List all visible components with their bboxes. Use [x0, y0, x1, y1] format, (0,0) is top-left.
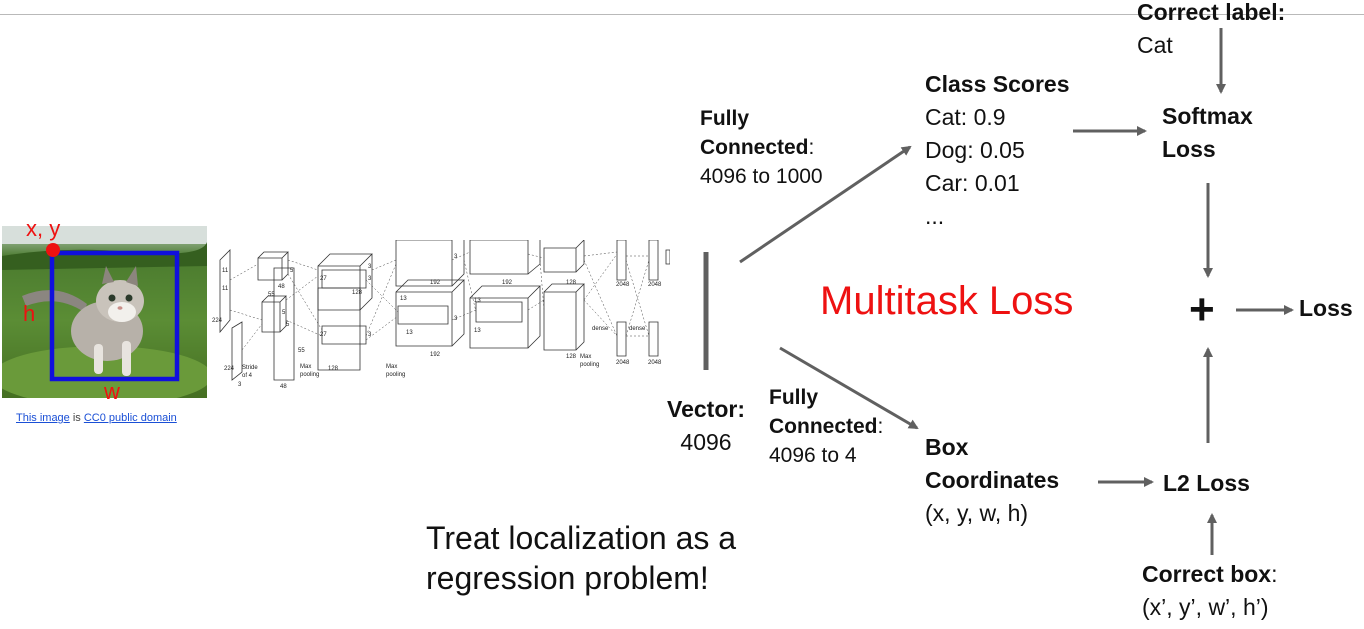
cnn-maxpool-3: Max	[580, 354, 591, 360]
cnn-num-19: 3	[454, 316, 458, 322]
cnn-num-14: 128	[352, 290, 363, 296]
cnn-num-29: 2048	[616, 282, 630, 288]
vector-label: Vector: 4096	[658, 393, 754, 459]
score-car: Car: 0.01	[925, 170, 1020, 196]
arrow-fc-top	[739, 145, 912, 264]
fc-top-line1: Fully	[700, 107, 750, 130]
loss-output: Loss	[1299, 295, 1353, 321]
fc-bottom-colon: :	[877, 415, 884, 438]
license-link[interactable]: CC0 public domain	[83, 412, 177, 424]
cnn-num-21: 13	[406, 330, 413, 336]
cnn-num-24: 192	[430, 280, 441, 286]
correct-box-title: Correct box	[1142, 561, 1272, 587]
vector-value: 4096	[680, 429, 732, 455]
caption-line1: Treat localization as a	[426, 520, 737, 556]
cnn-num-34: 48	[280, 384, 287, 390]
fc-top-line3: 4096 to 1000	[700, 165, 823, 188]
cnn-num-30: 2048	[616, 360, 630, 366]
cnn-stride: Stride	[242, 365, 258, 371]
credit-text: is	[69, 412, 84, 424]
box-coordinates-line1: Box	[925, 434, 969, 460]
score-dog: Dog: 0.05	[925, 137, 1025, 163]
cnn-num-26: 192	[502, 280, 513, 286]
softmax-loss: Softmax Loss	[1162, 100, 1253, 166]
cnn-num-27: 128	[566, 280, 577, 286]
cnn-num-8: 5	[282, 310, 286, 316]
cnn-of4: of 4	[242, 373, 253, 379]
cnn-num-4: 224	[224, 366, 235, 372]
cnn-dense-1: dense	[592, 326, 609, 332]
label-h: h	[23, 301, 36, 326]
cnn-num-10: 27	[320, 276, 327, 282]
cat-photo	[2, 226, 207, 398]
cnn-num-15: 3	[368, 264, 372, 270]
correct-box-value: (x’, y’, w’, h’)	[1142, 594, 1269, 620]
cnn-maxpool-2: Max	[386, 364, 397, 370]
correct-box: Correct box: (x’, y’, w’, h’)	[1142, 558, 1277, 624]
cnn-num-17: 3	[368, 332, 372, 338]
class-scores-title: Class Scores	[925, 71, 1070, 97]
cnn-num-33: 3	[238, 382, 242, 388]
cnn-num-3: 224	[212, 318, 223, 324]
label-xy: x, y	[26, 216, 61, 241]
cnn-num-20: 13	[400, 296, 407, 302]
cnn-num-13: 128	[328, 366, 339, 372]
fc-top-label: Fully Connected: 4096 to 1000	[700, 104, 823, 191]
cnn-num-6: 55	[298, 348, 305, 354]
cnn-num-32: 2048	[648, 360, 662, 366]
cnn-pooling-3: pooling	[580, 362, 599, 368]
cnn-num-12: 48	[278, 284, 285, 290]
arrow-fc-bottom	[779, 346, 919, 430]
cnn-num-16: 3	[368, 276, 372, 282]
softmax-line2: Loss	[1162, 136, 1216, 162]
plus-symbol: +	[1189, 285, 1215, 334]
label-w: w	[104, 379, 120, 404]
cnn-pooling-1: pooling	[300, 372, 319, 378]
box-coordinates: Box Coordinates (x, y, w, h)	[925, 431, 1059, 530]
cnn-num-23: 13	[474, 328, 481, 334]
caption: Treat localization as a regression probl…	[426, 518, 736, 598]
cnn-text-labels: 11 11 224 224 55 55 5 5 5 27 27 48 128 1…	[212, 254, 662, 390]
fc-bottom-line1: Fully	[769, 386, 819, 409]
correct-label: Correct label: Cat	[1137, 0, 1285, 62]
image-link[interactable]: This image	[16, 412, 70, 424]
fc-top-line2: Connected	[700, 136, 809, 159]
score-ellipsis: ...	[925, 203, 945, 229]
cnn-num-9: 5	[286, 322, 290, 328]
cnn-num-25: 192	[430, 352, 441, 358]
l2-loss: L2 Loss	[1163, 470, 1250, 496]
cnn-architecture: 11 11 224 224 55 55 5 5 5 27 27 48 128 1…	[212, 240, 670, 390]
cnn-dense-2: dense	[629, 326, 646, 332]
fc-top-colon: :	[808, 136, 815, 159]
image-credit: This image is CC0 public domain	[16, 412, 177, 424]
top-divider	[0, 14, 1364, 15]
cnn-num-11: 27	[320, 332, 327, 338]
cnn-pooling-2: pooling	[386, 372, 405, 378]
cnn-num-28: 128	[566, 354, 577, 360]
multitask-loss-label: Multitask Loss	[820, 279, 1074, 323]
fc-bottom-label: Fully Connected: 4096 to 4	[769, 383, 883, 470]
vector-title: Vector:	[667, 396, 745, 422]
box-coordinates-line2: Coordinates	[925, 467, 1060, 493]
cnn-num-5: 55	[268, 292, 275, 298]
fc-bottom-line3: 4096 to 4	[769, 444, 857, 467]
score-cat: Cat: 0.9	[925, 104, 1006, 130]
caption-line2: regression problem!	[426, 560, 709, 596]
correct-label-title: Correct label:	[1137, 0, 1286, 25]
cnn-num-22: 13	[474, 298, 481, 304]
cnn-num-7: 5	[290, 268, 294, 274]
cnn-num-31: 2048	[648, 282, 662, 288]
cnn-num-18: 3	[454, 254, 458, 260]
box-coordinates-line3: (x, y, w, h)	[925, 500, 1029, 526]
correct-label-value: Cat	[1137, 32, 1173, 58]
class-scores: Class Scores Cat: 0.9 Dog: 0.05 Car: 0.0…	[925, 68, 1069, 233]
fc-bottom-line2: Connected	[769, 415, 878, 438]
softmax-line1: Softmax	[1162, 103, 1253, 129]
cnn-num-2: 11	[222, 286, 229, 292]
correct-box-colon: :	[1271, 561, 1278, 587]
cnn-maxpool-1: Max	[300, 364, 311, 370]
cnn-num-1: 11	[222, 268, 229, 274]
